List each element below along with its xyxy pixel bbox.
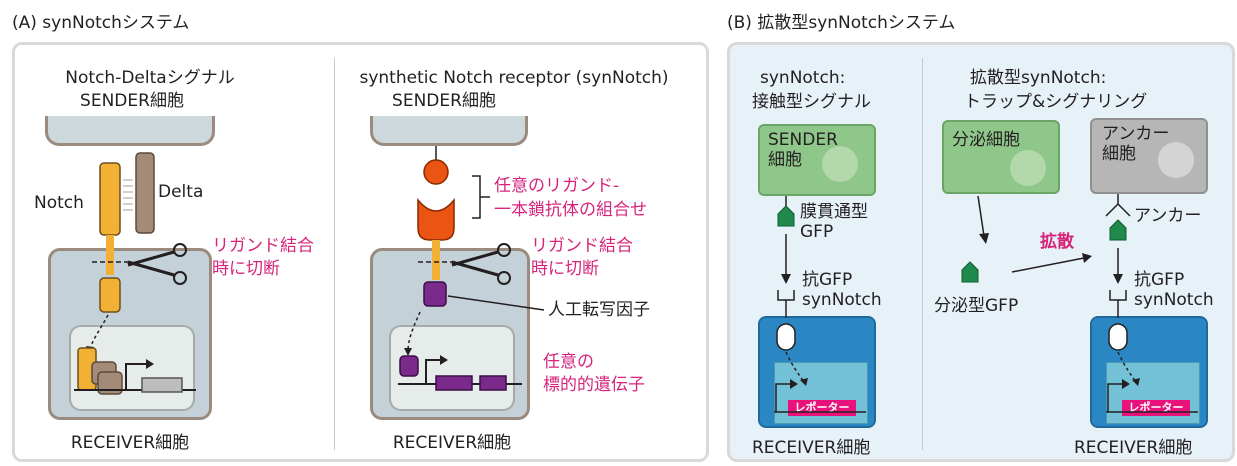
- target-gene-1: [435, 375, 473, 391]
- cofactor-2: [97, 371, 123, 395]
- promoter-arrowhead-b-left: [790, 379, 798, 389]
- diffusion-header-1: 拡散型synNotch:: [970, 68, 1107, 88]
- promoter-arrow-b-left: [775, 383, 790, 412]
- synnotch-receptor-b-right: [1109, 290, 1127, 301]
- scfv-receptor: [417, 197, 455, 241]
- arrowhead-b-right: [1113, 274, 1123, 284]
- synnotch-header: synthetic Notch receptor (synNotch): [359, 68, 669, 88]
- sender-cell-a-right: [370, 116, 528, 146]
- panel-b-divider: [922, 58, 923, 450]
- gfp-icon-tm: [777, 205, 795, 227]
- target-gene-a-left: [141, 377, 183, 393]
- secretor-label: 分泌細胞: [952, 130, 1020, 150]
- anchor-cell: アンカー 細胞: [1090, 118, 1208, 194]
- sender-label-b-1: SENDER: [768, 130, 838, 150]
- translocation-arrowhead-b-left: [800, 378, 808, 386]
- diffusion-arrow: [1011, 257, 1085, 273]
- tf-capsule-b-left: [776, 323, 796, 351]
- anti-gfp-label-b-left-2: synNotch: [802, 290, 882, 310]
- promoter-arrow-a-left: [125, 363, 146, 390]
- scissors-icon: [127, 243, 187, 285]
- anchor-cell-label-1: アンカー: [1102, 124, 1170, 144]
- synnotch-stalk: [432, 240, 440, 280]
- secretion-arrow: [977, 195, 985, 237]
- sender-cell-label-a-right: SENDER細胞: [392, 91, 496, 111]
- scissors-icon: [451, 243, 511, 285]
- receiver-label-a-left: RECEIVER細胞: [70, 433, 190, 453]
- sender-nucleus-b: [822, 146, 858, 182]
- diffusion-header-2: トラップ&シグナリング: [964, 92, 1148, 112]
- target-gene-label-2: 標的的遺伝子: [543, 375, 645, 395]
- anti-gfp-label-b-right-1: 抗GFP: [1134, 270, 1185, 290]
- binding-dashes: [123, 179, 133, 211]
- tm-gfp-label-1: 膜貫通型: [800, 202, 868, 222]
- artificial-tf-label: 人工転写因子: [548, 300, 650, 320]
- translocation-arrow-b-right: [1117, 351, 1137, 383]
- translocation-arrow-a-right: [407, 311, 421, 353]
- tm-gfp-label-2: GFP: [800, 222, 834, 242]
- promoter-arrow-a-right: [425, 359, 440, 384]
- cleave-label-a-left-2: 時に切断: [212, 259, 280, 279]
- sender-cell-a-left: [45, 116, 215, 146]
- diffusion-arrowhead: [1082, 253, 1092, 263]
- panel-a-divider: [334, 58, 335, 450]
- arrowhead-a-right: [404, 348, 412, 356]
- sender-cell-b: SENDER 細胞: [758, 124, 876, 196]
- cleave-label-a-right-1: リガンド結合: [531, 236, 633, 256]
- ligand: [423, 159, 449, 185]
- anchor-receptor: [1105, 202, 1131, 217]
- arrowhead-b-left: [781, 274, 791, 284]
- cleave-label-a-right-2: 時に切断: [531, 259, 599, 279]
- receiver-label-a-right: RECEIVER細胞: [392, 433, 512, 453]
- artificial-tf: [423, 281, 447, 307]
- gfp-icon-anchored: [1109, 219, 1127, 241]
- promoter-arrowhead-b-right: [1122, 379, 1130, 389]
- target-gene-2: [479, 375, 507, 391]
- anchor-cell-nucleus: [1158, 142, 1194, 178]
- ligand-label-1: 任意のリガンド-: [494, 176, 620, 196]
- secreted-gfp-label: 分泌型GFP: [934, 296, 1019, 316]
- gfp-icon-free: [961, 261, 979, 283]
- anchor-label: アンカー: [1134, 206, 1202, 226]
- anchor-cell-label-2: 細胞: [1102, 144, 1136, 164]
- tf-in-nucleus: [399, 355, 419, 377]
- sender-cell-label-a-left: SENDER細胞: [80, 91, 184, 111]
- anti-gfp-label-b-right-2: synNotch: [1134, 290, 1214, 310]
- notch-delta-header: Notch-Deltaシグナル: [65, 68, 235, 88]
- receiver-label-b-left: RECEIVER細胞: [752, 438, 871, 458]
- tf-leader-line: [447, 295, 545, 311]
- notch-stalk: [106, 235, 114, 275]
- delta-label: Delta: [158, 182, 204, 202]
- secretor-cell: 分泌細胞: [942, 120, 1060, 194]
- tf-capsule-b-right: [1108, 323, 1128, 351]
- contact-header-1: synNotch:: [760, 68, 846, 88]
- notch-label: Notch: [34, 193, 84, 213]
- translocation-arrowhead-b-right: [1132, 378, 1140, 386]
- promoter-arrowhead-a-right: [440, 355, 448, 365]
- cleave-label-a-left-1: リガンド結合: [212, 236, 314, 256]
- delta-protein: [135, 152, 155, 234]
- diffusion-label: 拡散: [1040, 232, 1074, 252]
- panel-a-title: (A) synNotchシステム: [12, 13, 190, 33]
- contact-header-2: 接触型シグナル: [752, 92, 871, 112]
- anti-gfp-label-b-left-1: 抗GFP: [802, 270, 853, 290]
- promoter-arrow-b-right: [1107, 383, 1122, 412]
- secretor-nucleus: [1010, 150, 1046, 186]
- target-gene-label-1: 任意の: [543, 352, 594, 372]
- promoter-arrowhead-a-left: [146, 359, 154, 369]
- notch-icd: [99, 277, 121, 313]
- ligand-label-2: 一本鎖抗体の組合せ: [494, 200, 647, 220]
- secretion-arrowhead: [979, 233, 989, 244]
- panel-b-title: (B) 拡散型synNotchシステム: [727, 13, 956, 33]
- sender-label-b-2: 細胞: [768, 150, 802, 170]
- receiver-label-b-right: RECEIVER細胞: [1074, 438, 1193, 458]
- receiver-cell-a-right: [370, 248, 530, 420]
